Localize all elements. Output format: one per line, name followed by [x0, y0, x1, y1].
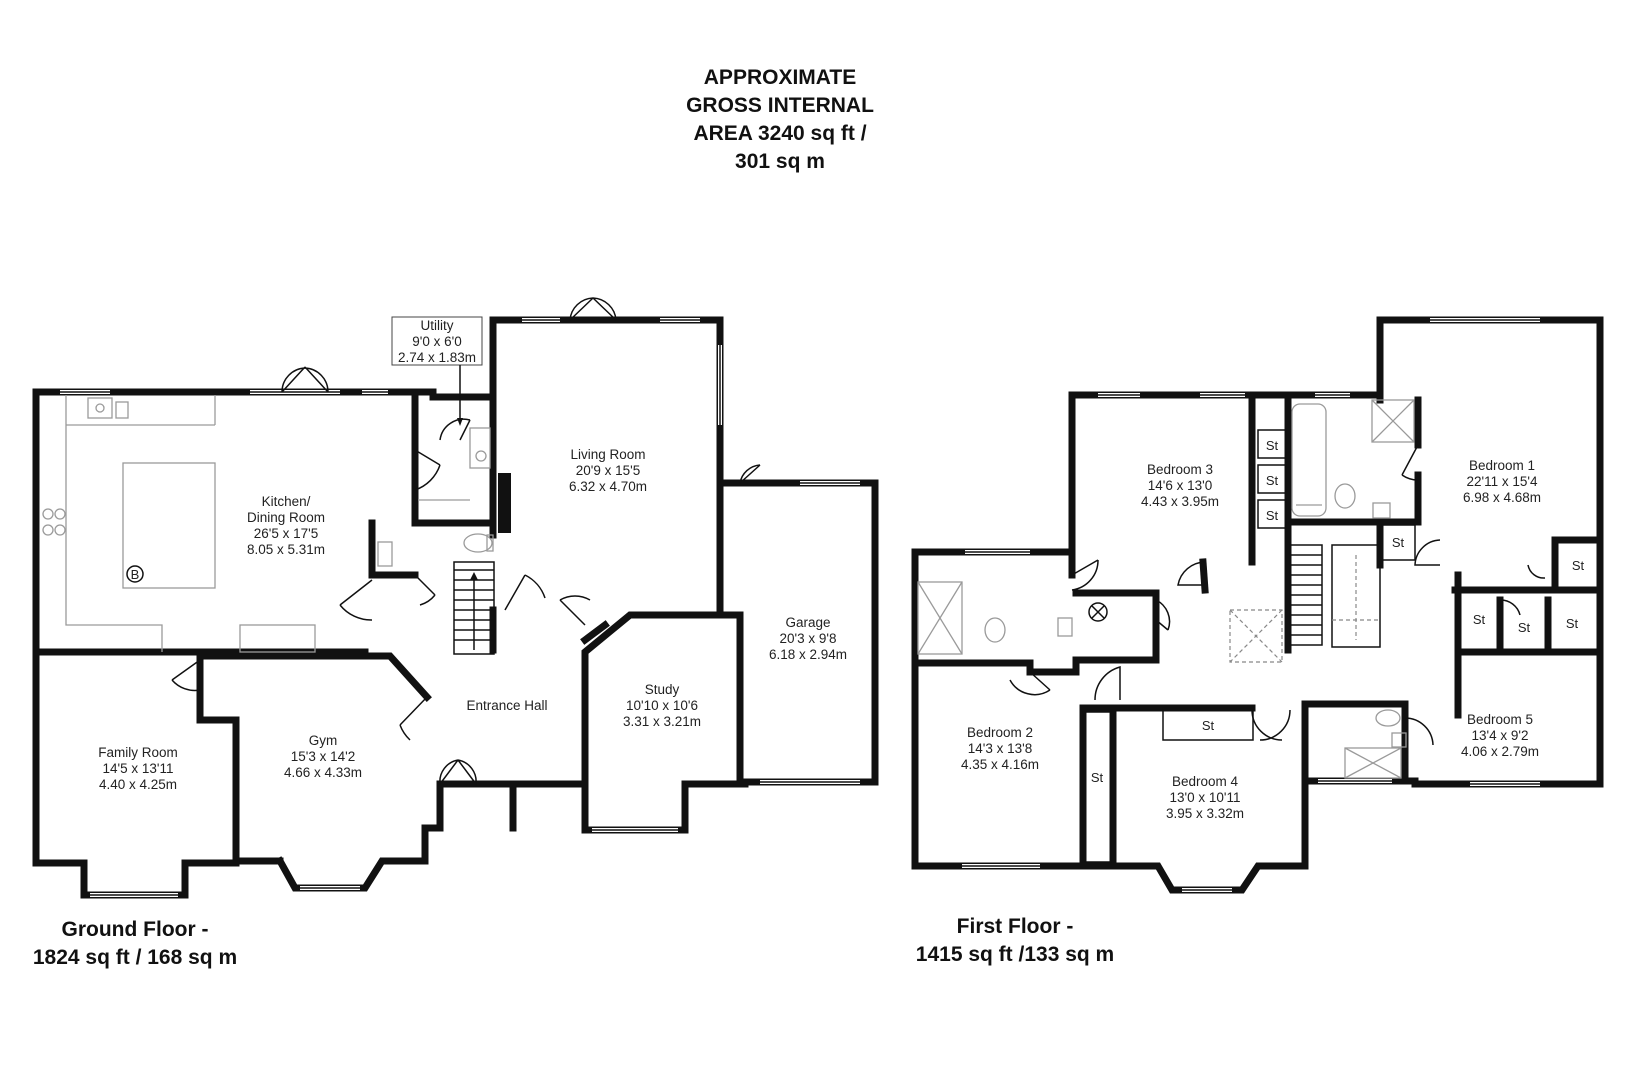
ground-floor-plan: B Utility 9'0 x 6'0 2.74 x 1.83m Living … — [32, 297, 879, 899]
room-label-living-room: Living Room 20'9 x 15'5 6.32 x 4.70m — [569, 447, 647, 494]
bedroom-3-metric: 4.43 x 3.95m — [1141, 494, 1219, 509]
area-heading-line-4: 301 sq m — [735, 150, 825, 173]
room-label-entrance-hall: Entrance Hall — [466, 698, 547, 713]
family-bathroom-fixtures — [1291, 399, 1415, 519]
area-heading-line-3: AREA 3240 sq ft / — [693, 122, 867, 145]
first-floor-title: First Floor - — [956, 915, 1074, 938]
gym-imperial: 15'3 x 14'2 — [291, 749, 355, 764]
kitchen-metric: 8.05 x 5.31m — [247, 542, 325, 557]
bedroom-5-name: Bedroom 5 — [1467, 712, 1533, 727]
area-heading-line-1: APPROXIMATE — [703, 66, 857, 89]
bedroom-1-metric: 6.98 x 4.68m — [1463, 490, 1541, 505]
family-room-metric: 4.40 x 4.25m — [99, 777, 177, 792]
family-room-name: Family Room — [98, 745, 178, 760]
kitchen-name-2: Dining Room — [247, 510, 325, 525]
landing-skylight — [1229, 609, 1283, 663]
room-label-gym: Gym 15'3 x 14'2 4.66 x 4.33m — [284, 733, 362, 780]
living-room-metric: 6.32 x 4.70m — [569, 479, 647, 494]
room-label-study: Study 10'10 x 10'6 3.31 x 3.21m — [623, 682, 701, 729]
bedroom-5-metric: 4.06 x 2.79m — [1461, 744, 1539, 759]
storage-label-bed1-c: St — [1518, 620, 1531, 635]
storage-label-bed4: St — [1202, 718, 1215, 733]
ensuite-bedroom-5-fixtures — [1344, 709, 1407, 779]
utility-fixtures — [418, 427, 491, 501]
bedroom-4-imperial: 13'0 x 10'11 — [1170, 790, 1241, 805]
gym-metric: 4.66 x 4.33m — [284, 765, 362, 780]
garage-name: Garage — [785, 615, 830, 630]
storage-label-bed3-c: St — [1266, 508, 1279, 523]
ground-floor-caption: Ground Floor - 1824 sq ft / 168 sq m — [0, 916, 270, 972]
ground-floor-stairs — [453, 561, 495, 655]
room-label-bedroom-4: Bedroom 4 13'0 x 10'11 3.95 x 3.32m — [1166, 774, 1244, 821]
room-label-garage: Garage 20'3 x 9'8 6.18 x 2.94m — [769, 615, 847, 662]
study-metric: 3.31 x 3.21m — [623, 714, 701, 729]
room-label-bedroom-3: Bedroom 3 14'6 x 13'0 4.43 x 3.95m — [1141, 462, 1219, 509]
bedroom-4-name: Bedroom 4 — [1172, 774, 1239, 789]
storage-label-bed1-b: St — [1473, 612, 1486, 627]
first-floor-plan: St St St St St St St St St St Bedroom 3 … — [911, 316, 1604, 894]
family-room-imperial: 14'5 x 13'11 — [103, 761, 174, 776]
storage-label-bed3-a: St — [1266, 438, 1279, 453]
room-label-bedroom-5: Bedroom 5 13'4 x 9'2 4.06 x 2.79m — [1461, 712, 1539, 759]
utility-imperial: 9'0 x 6'0 — [412, 334, 461, 349]
boiler-symbol: B — [131, 567, 140, 582]
kitchen-units — [42, 395, 316, 653]
utility-metric: 2.74 x 1.83m — [398, 350, 476, 365]
garage-metric: 6.18 x 2.94m — [769, 647, 847, 662]
storage-label-landing: St — [1392, 535, 1405, 550]
gym-name: Gym — [309, 733, 338, 748]
storage-label-bed1-a: St — [1572, 558, 1585, 573]
bedroom-2-imperial: 14'3 x 13'8 — [968, 741, 1032, 756]
room-label-utility: Utility 9'0 x 6'0 2.74 x 1.83m — [398, 318, 476, 365]
room-label-family-room: Family Room 14'5 x 13'11 4.40 x 4.25m — [98, 745, 178, 792]
bedroom-5-imperial: 13'4 x 9'2 — [1472, 728, 1529, 743]
bedroom-1-imperial: 22'11 x 15'4 — [1467, 474, 1538, 489]
storage-label-bed3-b: St — [1266, 473, 1279, 488]
ground-floor-title: Ground Floor - — [61, 918, 209, 941]
study-name: Study — [645, 682, 680, 697]
bedroom-3-imperial: 14'6 x 13'0 — [1148, 478, 1212, 493]
study-imperial: 10'10 x 10'6 — [626, 698, 698, 713]
ground-floor-area: 1824 sq ft / 168 sq m — [32, 946, 238, 969]
first-floor-caption: First Floor - 1415 sq ft /133 sq m — [890, 913, 1140, 969]
kitchen-imperial: 26'5 x 17'5 — [254, 526, 318, 541]
storage-label-bed2: St — [1091, 770, 1104, 785]
bedroom-2-metric: 4.35 x 4.16m — [961, 757, 1039, 772]
chimney-breast — [498, 473, 511, 533]
area-heading-line-2: GROSS INTERNAL — [686, 94, 874, 117]
ensuite-bedroom-2-fixtures — [917, 581, 1073, 655]
utility-label-box — [391, 316, 483, 366]
storage-label-bed1-d: St — [1566, 616, 1579, 631]
bedroom-4-metric: 3.95 x 3.32m — [1166, 806, 1244, 821]
room-label-bedroom-2: Bedroom 2 14'3 x 13'8 4.35 x 4.16m — [961, 725, 1039, 772]
cloakroom-wc — [377, 533, 494, 567]
bedroom-1-name: Bedroom 1 — [1469, 458, 1535, 473]
living-room-imperial: 20'9 x 15'5 — [576, 463, 640, 478]
room-label-bedroom-1: Bedroom 1 22'11 x 15'4 6.98 x 4.68m — [1463, 458, 1541, 505]
bedroom-2-name: Bedroom 2 — [967, 725, 1033, 740]
entrance-hall-name: Entrance Hall — [466, 698, 547, 713]
first-floor-stairs — [1289, 544, 1381, 648]
room-label-kitchen: Kitchen/ Dining Room 26'5 x 17'5 8.05 x … — [247, 494, 325, 557]
area-heading: APPROXIMATE GROSS INTERNAL AREA 3240 sq … — [640, 64, 920, 176]
first-floor-area: 1415 sq ft /133 sq m — [915, 943, 1115, 966]
kitchen-name-1: Kitchen/ — [262, 494, 311, 509]
hot-water-cylinder — [1088, 602, 1108, 622]
utility-name: Utility — [421, 318, 454, 333]
garage-imperial: 20'3 x 9'8 — [780, 631, 837, 646]
bedroom-3-name: Bedroom 3 — [1147, 462, 1213, 477]
boiler-icon — [126, 565, 144, 583]
living-room-name: Living Room — [570, 447, 645, 462]
